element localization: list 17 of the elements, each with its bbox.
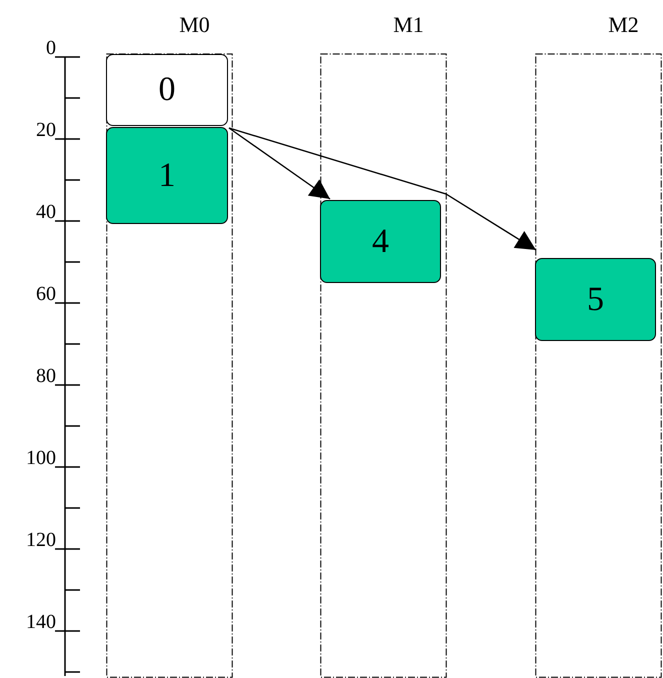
task-box: 5 [535,258,656,341]
axis-tick-label: 40 [35,201,56,223]
axis-tick-label: 140 [25,611,56,633]
axis-tick-label: 120 [25,529,56,551]
column-heading: M1 [392,12,425,38]
axis-tick-label: 60 [35,283,56,305]
arrow [228,127,330,200]
axis-tick-label: 20 [35,119,56,141]
axis-tick-label: 80 [35,365,56,387]
axis-tick-label: 100 [25,447,56,469]
task-box: 4 [320,200,441,283]
arrow [228,127,536,251]
task-box: 1 [106,127,228,224]
column-heading: M0 [178,12,211,38]
task-box: 0 [106,54,228,126]
column-heading: M2 [607,12,640,38]
axis-tick-label: 0 [45,37,56,59]
